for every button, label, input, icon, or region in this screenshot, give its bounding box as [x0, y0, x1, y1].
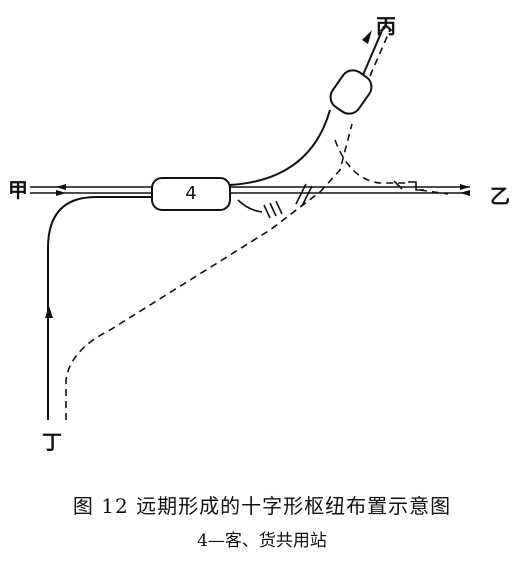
bypass-to-northeast — [319, 123, 353, 193]
bypass-east-end — [419, 189, 449, 195]
connection-near-east — [393, 180, 424, 191]
figure-legend: 4—客、货共用站 — [197, 531, 327, 551]
arrow-east-in — [460, 190, 470, 196]
bypass-northeast-end — [369, 29, 391, 77]
figure-caption: 图 12 远期形成的十字形枢纽布置示意图 — [72, 494, 452, 518]
line-to-northeast — [229, 109, 331, 186]
label-northeast: 丙 — [376, 14, 396, 38]
arrow-east-out — [460, 184, 470, 190]
label-east: 乙 — [490, 184, 510, 208]
line-to-south — [47, 196, 152, 420]
arrow-northeast-line — [362, 30, 372, 44]
arrow-west-out — [56, 190, 66, 196]
freight-bypass-lines — [65, 29, 449, 420]
bypass-connector-east — [334, 139, 408, 184]
station-4-label: 4 — [185, 183, 197, 204]
label-west: 甲 — [8, 178, 28, 202]
connection-near-station — [237, 199, 283, 219]
crossover-marks — [295, 183, 313, 207]
label-south: 丁 — [42, 430, 62, 454]
direction-arrows — [45, 30, 470, 318]
main-line-east-west — [30, 186, 470, 194]
station-northeast-box — [329, 69, 373, 115]
line-northeast-end — [359, 25, 385, 83]
bypass-south-to-east — [65, 191, 321, 420]
station-4-box — [151, 177, 231, 211]
arrow-west-in — [56, 184, 66, 190]
hub-layout-diagram — [30, 25, 470, 420]
